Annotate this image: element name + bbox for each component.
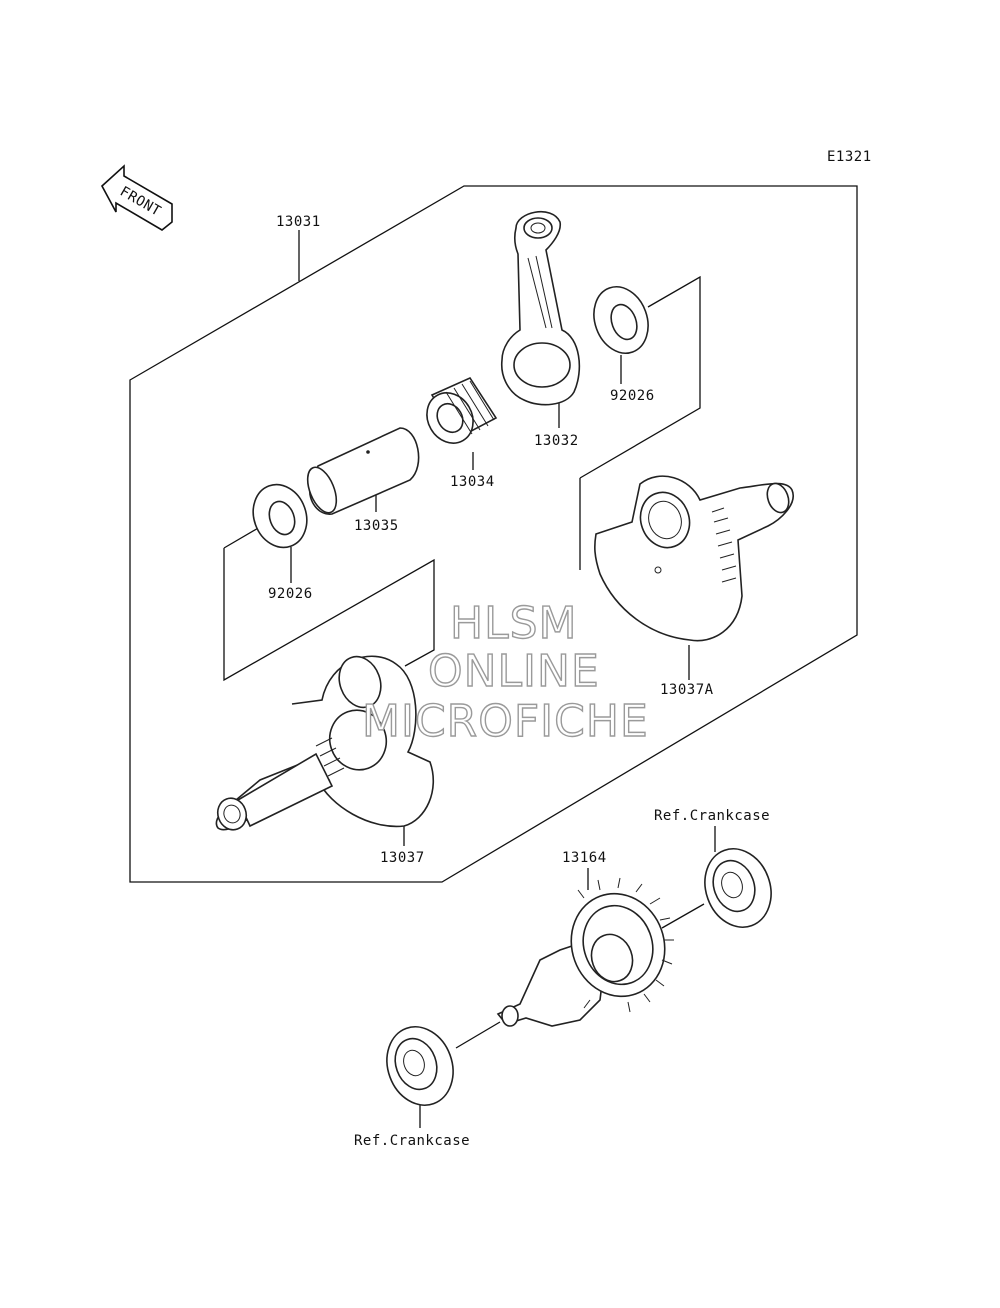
label-92026-right: 92026 (610, 388, 655, 404)
label-13032: 13032 (534, 433, 579, 449)
label-13035: 13035 (354, 518, 399, 534)
front-arrow-icon: FRONT (100, 164, 173, 231)
needle-bearing (426, 376, 498, 444)
thrust-washer-right (593, 286, 649, 354)
label-13031: 13031 (276, 214, 321, 230)
washer-group-box-right (579, 275, 701, 479)
connecting-rod (500, 211, 581, 406)
label-ref-crankcase-bottom: Ref.Crankcase (354, 1133, 470, 1149)
watermark-line3: MICROFICHE (362, 696, 649, 747)
watermark-line1: HLSM (450, 598, 578, 649)
label-13034: 13034 (450, 474, 495, 490)
thrust-washer-left (252, 483, 308, 549)
watermark-line2: ONLINE (428, 646, 600, 697)
ball-bearing-top (704, 848, 772, 928)
crankshaft-left (215, 655, 435, 831)
balancer-shaft (496, 877, 674, 1027)
label-ref-crankcase-top: Ref.Crankcase (654, 808, 770, 824)
label-92026-left: 92026 (268, 586, 313, 602)
washer-group-box-left (223, 526, 435, 682)
crank-pin (306, 427, 420, 515)
watermark: HLSM ONLINE MICROFICHE (361, 597, 649, 747)
label-13037: 13037 (380, 850, 425, 866)
label-13164: 13164 (562, 850, 607, 866)
assembly-box (129, 185, 858, 883)
crankshaft-right (594, 475, 794, 642)
ball-bearing-bottom (386, 1026, 454, 1106)
label-13037A: 13037A (660, 682, 714, 698)
diagram-code: E1321 (827, 149, 872, 165)
